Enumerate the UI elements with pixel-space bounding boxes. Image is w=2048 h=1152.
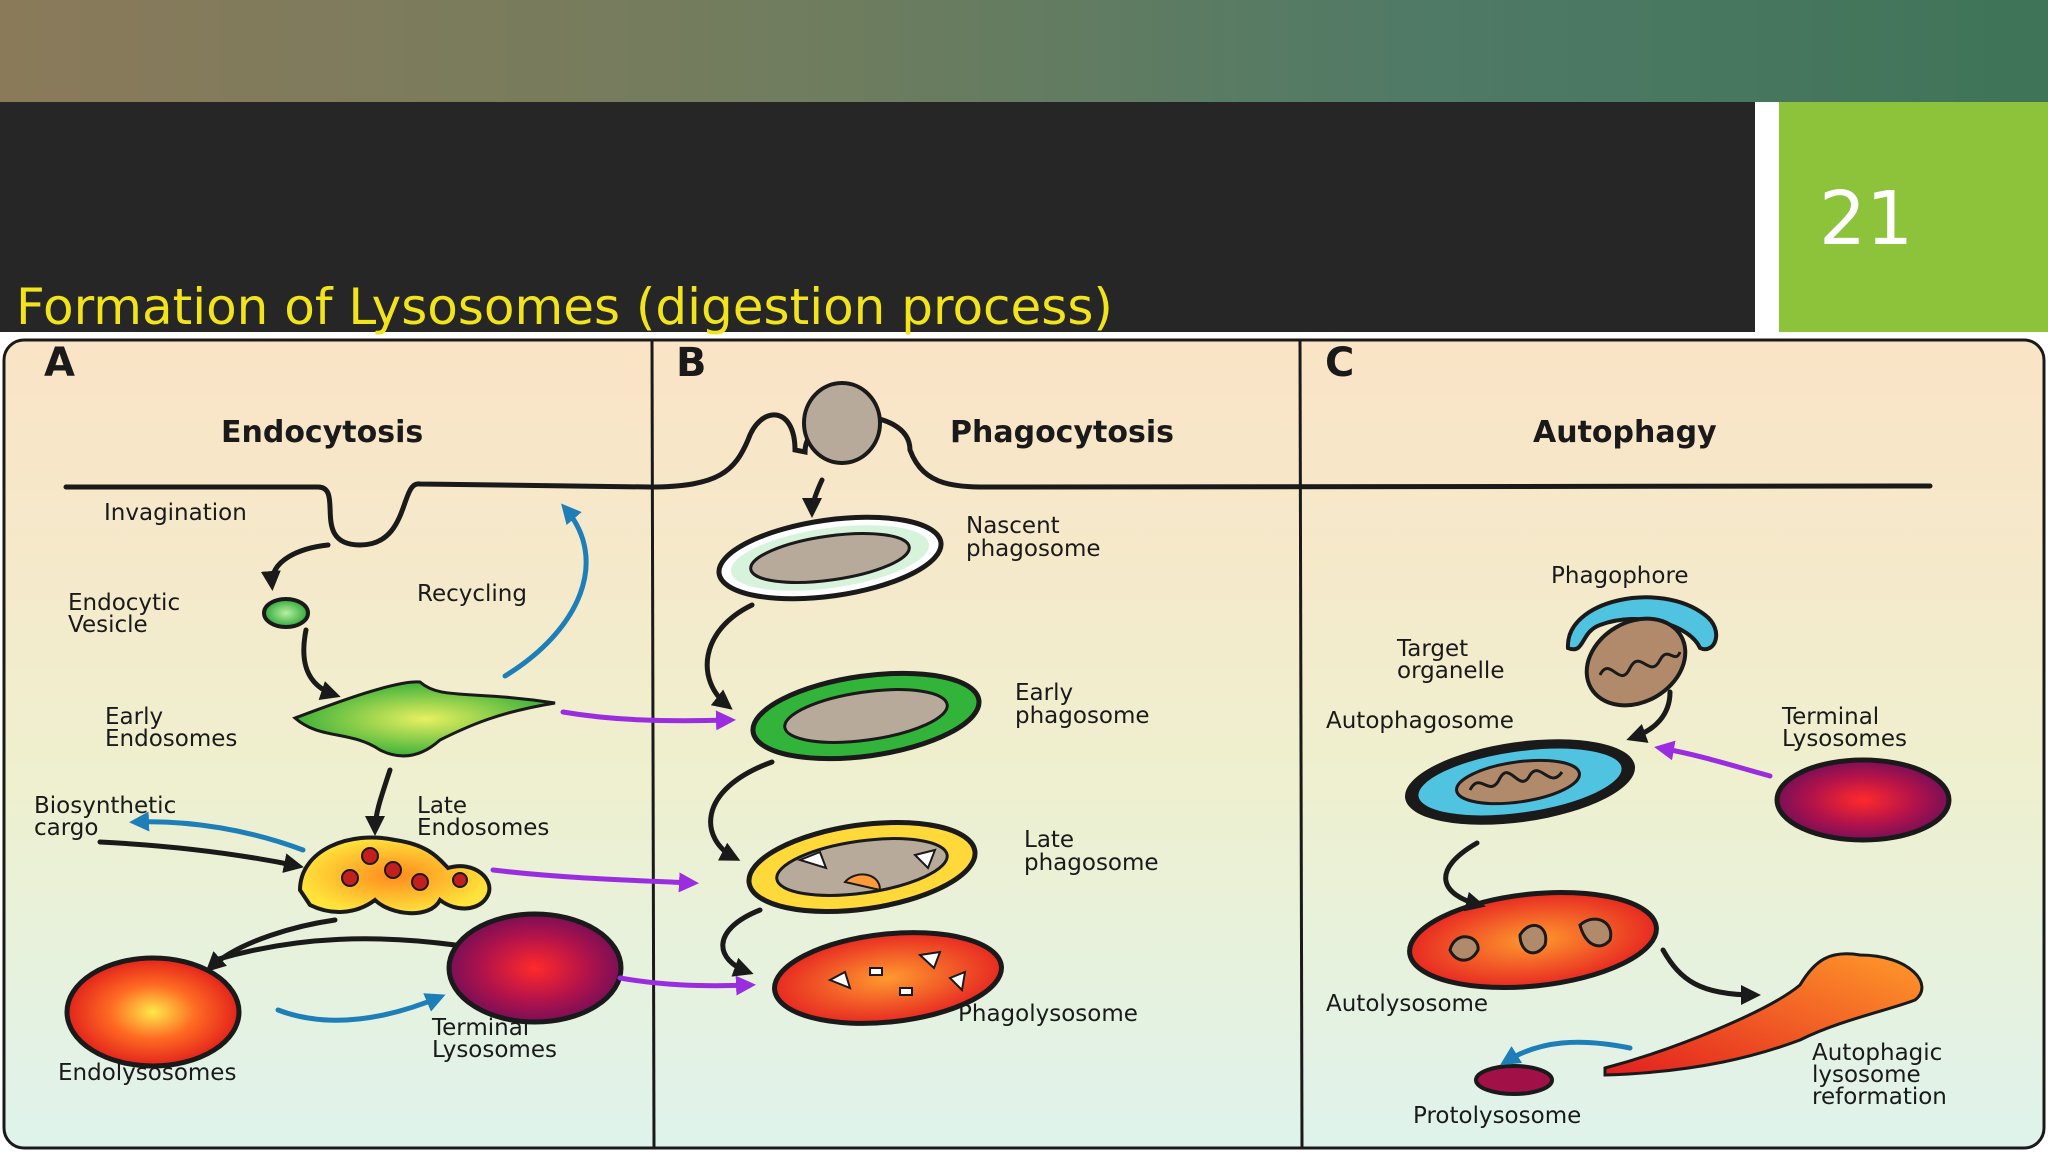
- arrow-late-to-phagolysosome: [720, 907, 763, 977]
- label-endocytic-vesicle-2: Vesicle: [68, 612, 148, 638]
- early-endosome: [292, 680, 556, 758]
- arrow-autophagosome-to-autolysosome: [1443, 840, 1486, 912]
- decorative-top-band: [0, 0, 2048, 102]
- label-late-endosomes-2: Endosomes: [417, 815, 549, 841]
- arrow-vesicle-to-early: [301, 627, 341, 701]
- label-phagolysosome: Phagolysosome: [958, 1001, 1138, 1027]
- phagolysosome-debris: [917, 950, 942, 970]
- arrow-late-to-cargo: [129, 811, 306, 853]
- label-phagophore: Phagophore: [1551, 563, 1689, 589]
- arrow-endolysosome-to-terminal: [275, 993, 446, 1023]
- phagolysosome-debris: [869, 967, 883, 976]
- panel-a-letter: A: [44, 340, 75, 386]
- arrow-nascent-to-early: [704, 602, 755, 710]
- late-phagosome-debris: [843, 873, 882, 892]
- autolysosome-fragment: [1448, 935, 1480, 962]
- late-endosome-lumen: [452, 872, 468, 888]
- label-reformation-2: lysosome: [1812, 1062, 1921, 1088]
- arrow-recycling: [502, 503, 589, 679]
- terminal-lysosome-a: [446, 911, 624, 1025]
- label-target-organelle-2: organelle: [1397, 658, 1504, 684]
- late-phagosome-debris: [913, 848, 937, 870]
- label-late-endosomes-1: Late: [417, 793, 467, 819]
- arrow-autolysosome-to-reformation: [1660, 947, 1761, 1005]
- label-target-organelle-1: Target: [1396, 636, 1468, 662]
- arrow-phagophore-to-autophagosome: [1626, 689, 1673, 743]
- label-reformation-3: reformation: [1812, 1084, 1947, 1110]
- title-bar: [0, 102, 1755, 332]
- label-nascent-2: phagosome: [966, 536, 1101, 562]
- late-endosome-lumen: [361, 847, 379, 865]
- label-reformation-1: Autophagic: [1812, 1040, 1942, 1066]
- label-biosynthetic-1: Biosynthetic: [34, 793, 176, 819]
- phagolysosome-debris: [899, 987, 913, 996]
- page-number: 21: [1819, 176, 1914, 262]
- label-endocytic-vesicle-1: Endocytic: [68, 590, 180, 616]
- arrow-purple-terminal-c: [1654, 740, 1773, 779]
- panel-a-heading: Endocytosis: [221, 415, 423, 450]
- arrow-invagination-to-vesicle: [260, 542, 331, 591]
- autophagosome-cristae: [1468, 769, 1564, 791]
- endolysosome: [64, 955, 242, 1069]
- terminal-lysosome-c: [1774, 757, 1952, 843]
- late-endosome-lumen: [411, 873, 429, 891]
- late-endosome-lumen: [341, 869, 359, 887]
- autolysosome-fragment: [1578, 917, 1613, 948]
- autophagic-lysosome-reformation: [1603, 952, 1924, 1077]
- panel-b-letter: B: [676, 340, 707, 386]
- label-autolysosome: Autolysosome: [1326, 991, 1488, 1017]
- label-biosynthetic-2: cargo: [34, 815, 98, 841]
- label-autophagosome: Autophagosome: [1326, 708, 1514, 734]
- label-early-endosomes-1: Early: [105, 704, 163, 730]
- slide-title: Formation of Lysosomes (digestion proces…: [16, 278, 1113, 336]
- arrow-early-to-late: [365, 767, 393, 836]
- label-terminal-lysosomes-c-1: Terminal: [1781, 704, 1879, 730]
- engulfed-particle: [802, 381, 882, 465]
- arrow-reformation-to-protolysosome: [1499, 1039, 1633, 1066]
- early-phagosome-cargo: [783, 688, 949, 744]
- phagolysosome: [772, 930, 1004, 1026]
- protolysosome: [1474, 1064, 1554, 1096]
- label-nascent-1: Nascent: [966, 513, 1060, 539]
- nascent-phagosome-cargo: [749, 532, 911, 584]
- panel-c-heading: Autophagy: [1533, 415, 1717, 450]
- panel-divider-bc: [1298, 339, 1304, 1149]
- lysosome-formation-diagram: A Endocytosis Invagination Endocytic Ves…: [2, 338, 2046, 1150]
- label-early-phago-1: Early: [1015, 680, 1073, 706]
- arrow-terminal-to-endolysosome: [212, 936, 458, 963]
- panel-c-letter: C: [1325, 340, 1354, 386]
- late-endosome-lumen: [384, 861, 402, 879]
- label-protolysosome: Protolysosome: [1413, 1103, 1581, 1129]
- label-invagination: Invagination: [104, 500, 247, 526]
- label-early-phago-2: phagosome: [1015, 703, 1150, 729]
- target-organelle-cristae: [1598, 651, 1682, 677]
- phagophore: [1565, 595, 1719, 652]
- panel-divider-ab: [650, 339, 656, 1149]
- label-early-endosomes-2: Endosomes: [105, 726, 237, 752]
- arrow-particle-to-nascent: [802, 477, 825, 518]
- arrow-purple-early: [560, 709, 736, 731]
- panel-b-heading: Phagocytosis: [950, 415, 1174, 450]
- plasma-membrane: [63, 412, 1933, 548]
- label-late-phago-2: phagosome: [1024, 850, 1159, 876]
- label-terminal-lysosomes-a-2: Lysosomes: [432, 1037, 557, 1063]
- page-number-box: 21: [1779, 102, 2048, 332]
- endocytic-vesicle: [262, 597, 310, 629]
- phagolysosome-debris: [948, 970, 967, 993]
- autolysosome-fragment: [1518, 923, 1548, 955]
- arrow-purple-terminal: [617, 975, 756, 996]
- late-phagosome-debris: [796, 850, 828, 870]
- label-late-phago-1: Late: [1024, 827, 1074, 853]
- autophagosome-cargo: [1455, 758, 1581, 806]
- arrow-early-to-late-phago: [708, 759, 775, 861]
- label-terminal-lysosomes-c-2: Lysosomes: [1782, 726, 1907, 752]
- arrow-biosynthetic-cargo: [97, 839, 304, 873]
- label-recycling: Recycling: [417, 581, 527, 607]
- phagolysosome-debris: [827, 970, 852, 990]
- arrow-purple-late: [490, 867, 699, 893]
